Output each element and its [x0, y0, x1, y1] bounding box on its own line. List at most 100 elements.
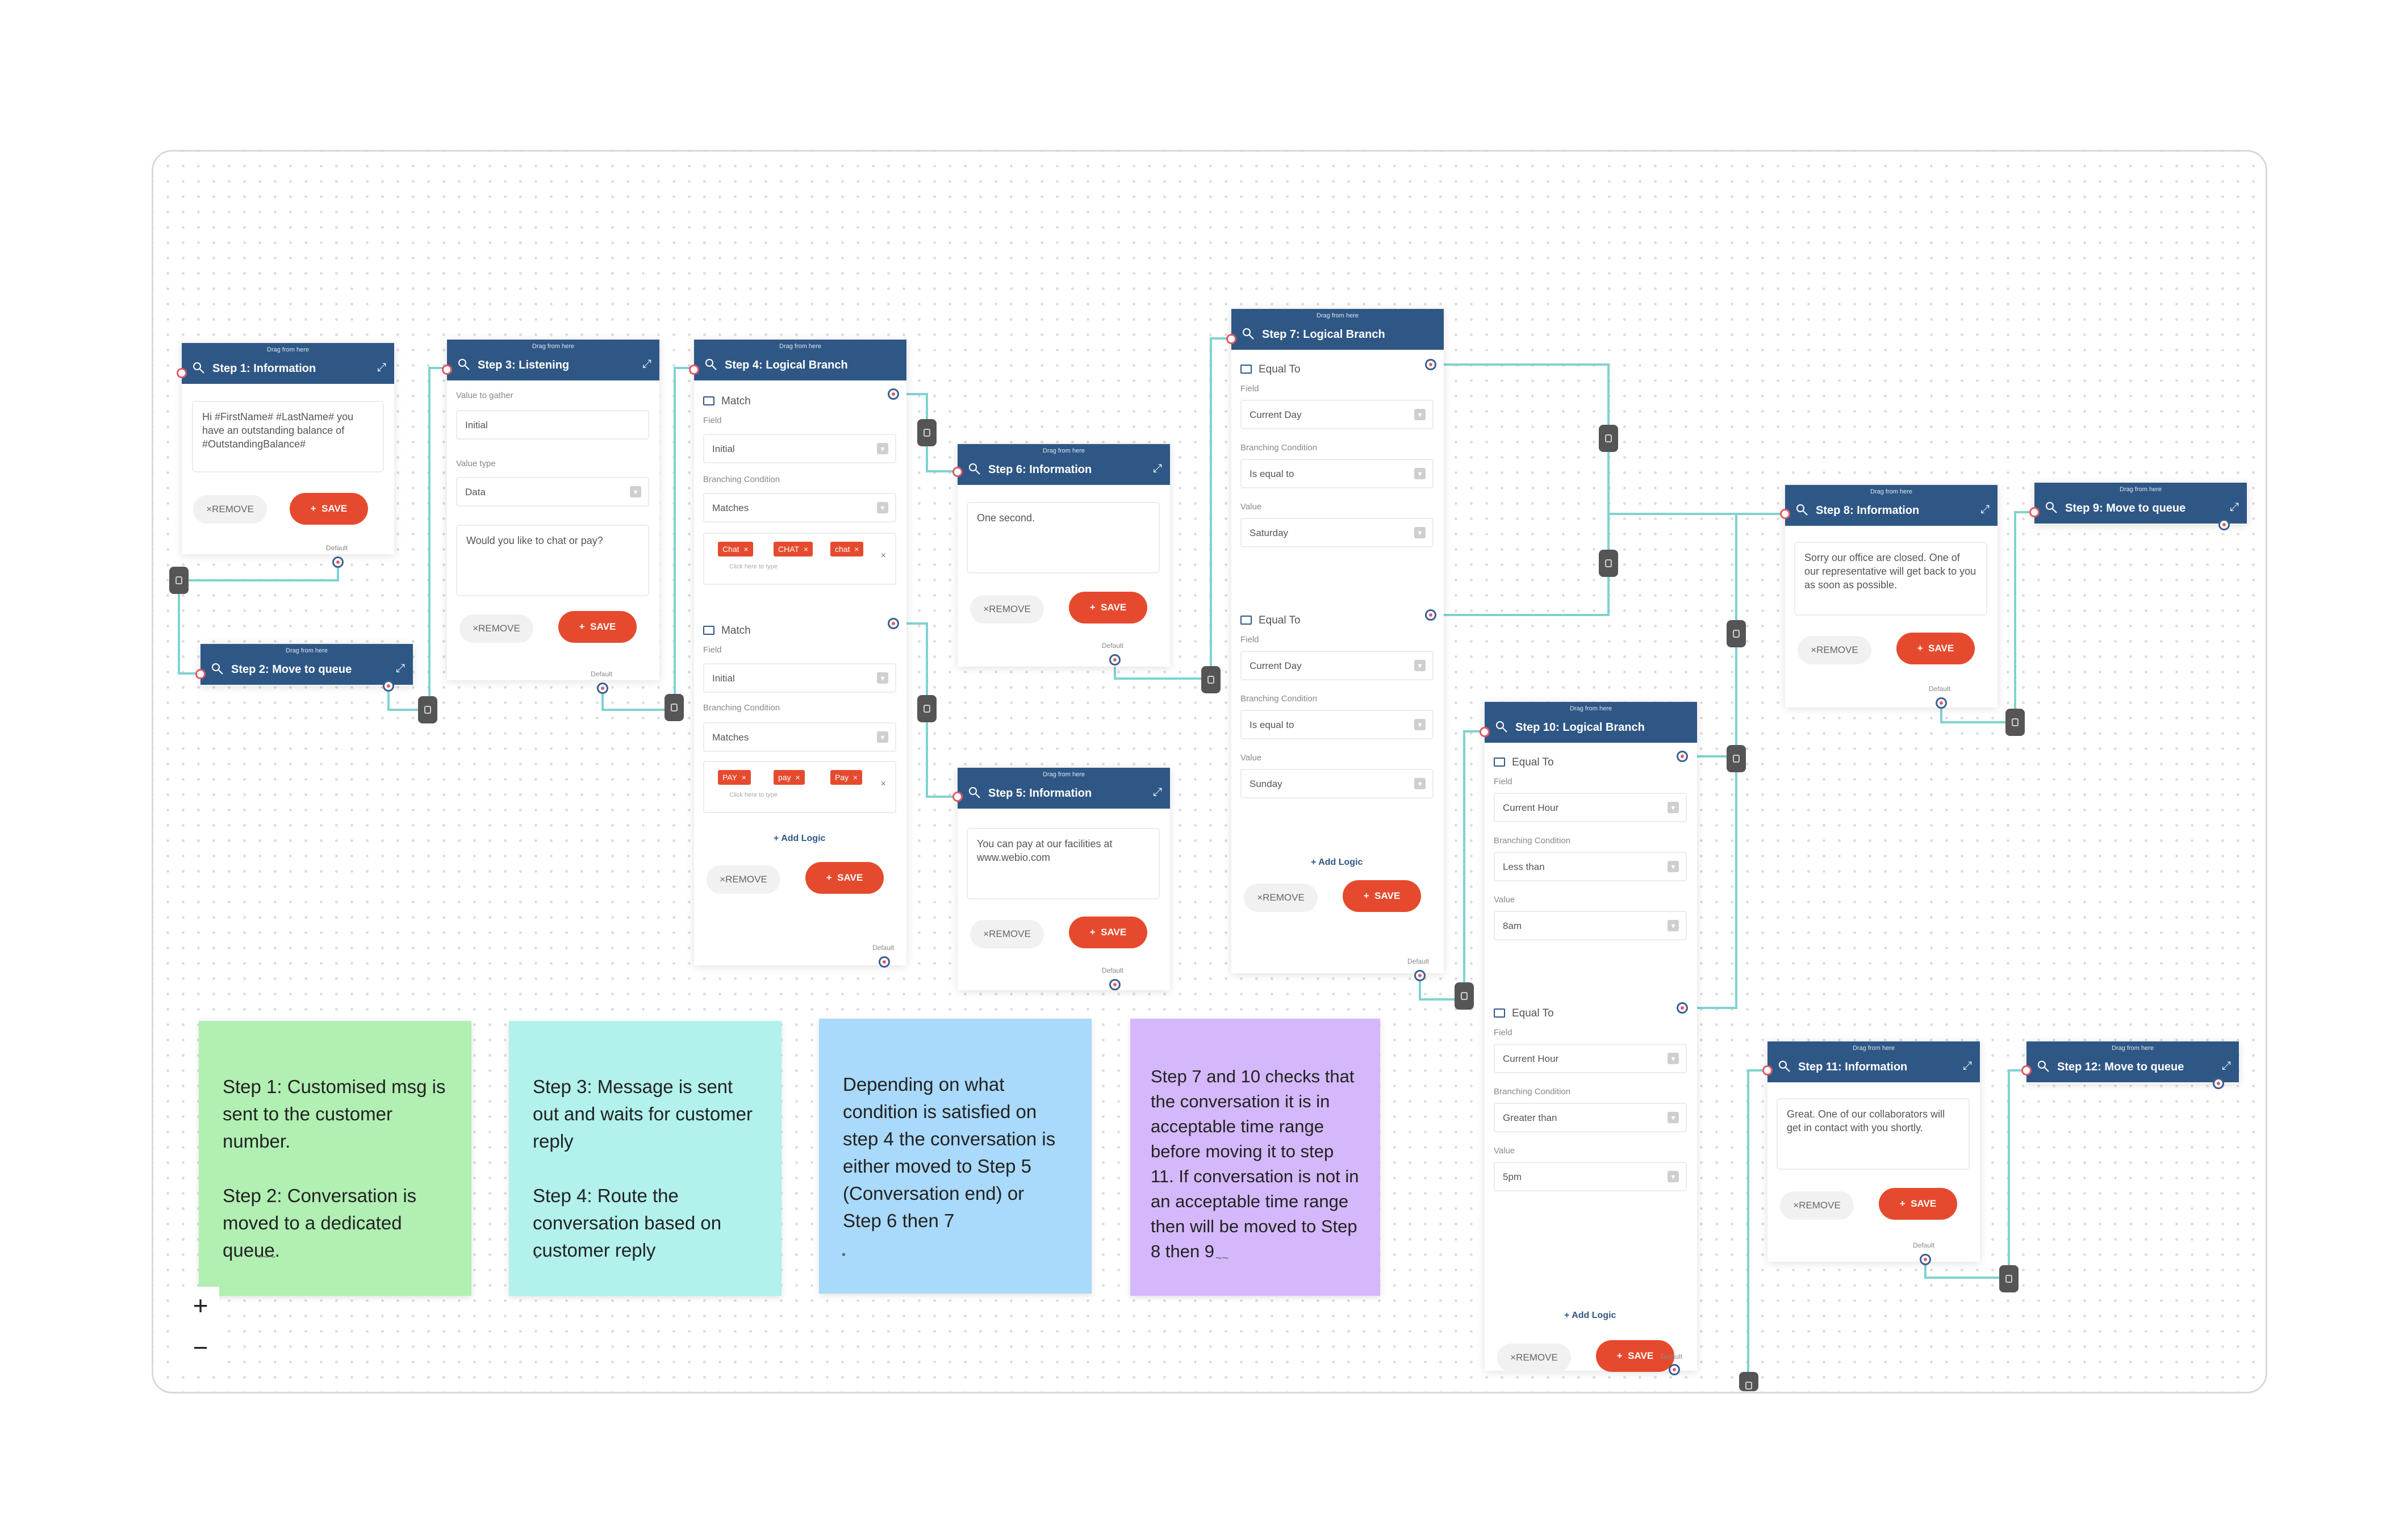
- sticky-note[interactable]: Step 1: Customised msg is sent to the cu…: [199, 1021, 471, 1296]
- drag-handle[interactable]: Drag from here: [779, 343, 821, 350]
- remove-button[interactable]: ×REMOVE: [459, 614, 533, 643]
- input-port[interactable]: [1480, 727, 1490, 737]
- save-button[interactable]: + SAVE: [805, 862, 884, 894]
- message-box[interactable]: Sorry our office are closed. One of our …: [1794, 542, 1987, 616]
- node-step1[interactable]: Drag from here Step 1: Information ⤢ Hi …: [182, 343, 394, 554]
- drag-handle[interactable]: Drag from here: [1853, 1045, 1895, 1052]
- save-button[interactable]: + SAVE: [1896, 633, 1975, 664]
- default-output-port[interactable]: [597, 683, 608, 694]
- node-step10[interactable]: Drag from here Step 10: Logical Branch E…: [1485, 702, 1697, 1372]
- value-select[interactable]: 8am▾: [1494, 911, 1687, 940]
- node-step2[interactable]: Drag from here Step 2: Move to queue ⤢: [200, 644, 413, 686]
- save-button[interactable]: + SAVE: [1879, 1188, 1957, 1220]
- save-button[interactable]: + SAVE: [1069, 917, 1147, 948]
- expand-icon[interactable]: ⤢: [1153, 786, 1162, 798]
- branch-output-port[interactable]: [1425, 359, 1436, 370]
- connector-lock-icon[interactable]: [1739, 1372, 1758, 1391]
- zoom-in-button[interactable]: +: [182, 1287, 219, 1324]
- branching-condition-select[interactable]: Matches▾: [703, 493, 896, 522]
- input-port[interactable]: [952, 467, 963, 477]
- save-button[interactable]: + SAVE: [1069, 592, 1147, 623]
- tag-chip[interactable]: Pay ×: [830, 770, 863, 785]
- drag-handle[interactable]: Drag from here: [267, 346, 309, 353]
- node-header[interactable]: Drag from here Step 7: Logical Branch: [1231, 309, 1444, 350]
- message-box[interactable]: Hi #FirstName# #LastName# you have an ou…: [192, 401, 384, 472]
- default-output-port[interactable]: [1669, 1364, 1680, 1375]
- expand-icon[interactable]: ⤢: [642, 358, 651, 370]
- expand-icon[interactable]: ⤢: [2222, 1060, 2231, 1072]
- default-output-port[interactable]: [879, 956, 890, 968]
- input-port[interactable]: [689, 365, 699, 375]
- connector-lock-icon[interactable]: [917, 419, 937, 446]
- connector-lock-icon[interactable]: [1599, 425, 1618, 452]
- connector-lock-icon[interactable]: [1727, 620, 1746, 647]
- connector-lock-icon[interactable]: [1201, 666, 1221, 693]
- save-button[interactable]: + SAVE: [558, 611, 637, 643]
- sticky-note[interactable]: Step 3: Message is sent out and waits fo…: [509, 1021, 782, 1296]
- input-port[interactable]: [952, 792, 963, 802]
- node-header[interactable]: Drag from here Step 6: Information ⤢: [958, 444, 1170, 485]
- value-to-gather-input[interactable]: Initial: [456, 410, 649, 440]
- node-header[interactable]: Drag from here Step 8: Information ⤢: [1785, 485, 1998, 526]
- remove-button[interactable]: ×REMOVE: [1780, 1191, 1854, 1220]
- node-header[interactable]: Drag from here Step 4: Logical Branch: [694, 340, 906, 380]
- node-step7[interactable]: Drag from here Step 7: Logical Branch Eq…: [1231, 309, 1444, 973]
- save-button[interactable]: + SAVE: [1343, 880, 1421, 912]
- remove-button[interactable]: ×REMOVE: [1497, 1344, 1571, 1372]
- connector-lock-icon[interactable]: [418, 696, 437, 723]
- default-output-port[interactable]: [1109, 979, 1121, 990]
- branching-condition-select[interactable]: Is equal to▾: [1240, 710, 1434, 739]
- branching-condition-select[interactable]: Is equal to▾: [1240, 459, 1434, 488]
- connector-lock-icon[interactable]: [1727, 745, 1746, 772]
- tag-input[interactable]: Chat × CHAT × chat × Click here to type …: [703, 533, 896, 585]
- branching-condition-select[interactable]: Greater than▾: [1494, 1103, 1687, 1132]
- tag-chip[interactable]: CHAT ×: [774, 542, 813, 556]
- node-header[interactable]: Drag from here Step 1: Information ⤢: [182, 343, 394, 384]
- default-output-port[interactable]: [332, 556, 344, 568]
- drag-handle[interactable]: Drag from here: [2112, 1045, 2154, 1052]
- add-logic-button[interactable]: + Add Logic: [774, 834, 826, 843]
- save-button[interactable]: + SAVE: [1596, 1340, 1674, 1372]
- message-box[interactable]: Would you like to chat or pay?: [456, 525, 649, 596]
- save-button[interactable]: + SAVE: [290, 493, 368, 525]
- drag-handle[interactable]: Drag from here: [1043, 771, 1085, 778]
- node-step11[interactable]: Drag from here Step 11: Information ⤢ Gr…: [1767, 1041, 1980, 1262]
- remove-button[interactable]: ×REMOVE: [1798, 636, 1871, 664]
- branch-output-port[interactable]: [1677, 751, 1688, 762]
- input-port[interactable]: [2021, 1065, 2032, 1076]
- drag-handle[interactable]: Drag from here: [286, 647, 328, 654]
- connector-lock-icon[interactable]: [1999, 1265, 2019, 1292]
- output-port[interactable]: [2213, 1078, 2224, 1089]
- drag-handle[interactable]: Drag from here: [2120, 486, 2162, 493]
- value-type-select[interactable]: Data▾: [456, 477, 649, 507]
- connector-lock-icon[interactable]: [1455, 982, 1474, 1010]
- value-select[interactable]: Sunday▾: [1240, 769, 1434, 798]
- branch-output-port[interactable]: [1425, 609, 1436, 621]
- node-step12[interactable]: Drag from here Step 12: Move to queue ⤢: [2026, 1041, 2239, 1083]
- field-select[interactable]: Current Day▾: [1240, 400, 1434, 429]
- default-output-port[interactable]: [1109, 654, 1121, 666]
- field-select[interactable]: Current Day▾: [1240, 651, 1434, 680]
- add-logic-button[interactable]: + Add Logic: [1311, 857, 1363, 867]
- clear-icon[interactable]: ×: [880, 551, 886, 560]
- zoom-out-button[interactable]: −: [182, 1329, 219, 1366]
- branching-condition-select[interactable]: Less than▾: [1494, 852, 1687, 881]
- value-select[interactable]: 5pm▾: [1494, 1162, 1687, 1191]
- value-select[interactable]: Saturday▾: [1240, 518, 1434, 547]
- expand-icon[interactable]: ⤢: [1963, 1060, 1972, 1072]
- node-header[interactable]: Drag from here Step 11: Information ⤢: [1767, 1041, 1980, 1082]
- sticky-note[interactable]: Depending on what condition is satisfied…: [819, 1019, 1092, 1294]
- add-logic-button[interactable]: + Add Logic: [1564, 1311, 1616, 1320]
- drag-handle[interactable]: Drag from here: [532, 343, 574, 350]
- connector-lock-icon[interactable]: [2005, 709, 2025, 736]
- message-box[interactable]: You can pay at our facilities at www.web…: [967, 828, 1160, 899]
- node-header[interactable]: Drag from here Step 12: Move to queue ⤢: [2026, 1041, 2239, 1082]
- input-port[interactable]: [1762, 1065, 1773, 1076]
- field-select[interactable]: Current Hour▾: [1494, 793, 1687, 822]
- tag-input[interactable]: PAY × pay × Pay × Click here to type ×: [703, 761, 896, 813]
- message-box[interactable]: Great. One of our collaborators will get…: [1777, 1098, 1970, 1170]
- tag-chip[interactable]: chat ×: [830, 542, 864, 556]
- branch-output-port[interactable]: [888, 388, 899, 400]
- remove-button[interactable]: ×REMOVE: [1244, 884, 1318, 912]
- input-port[interactable]: [177, 368, 187, 378]
